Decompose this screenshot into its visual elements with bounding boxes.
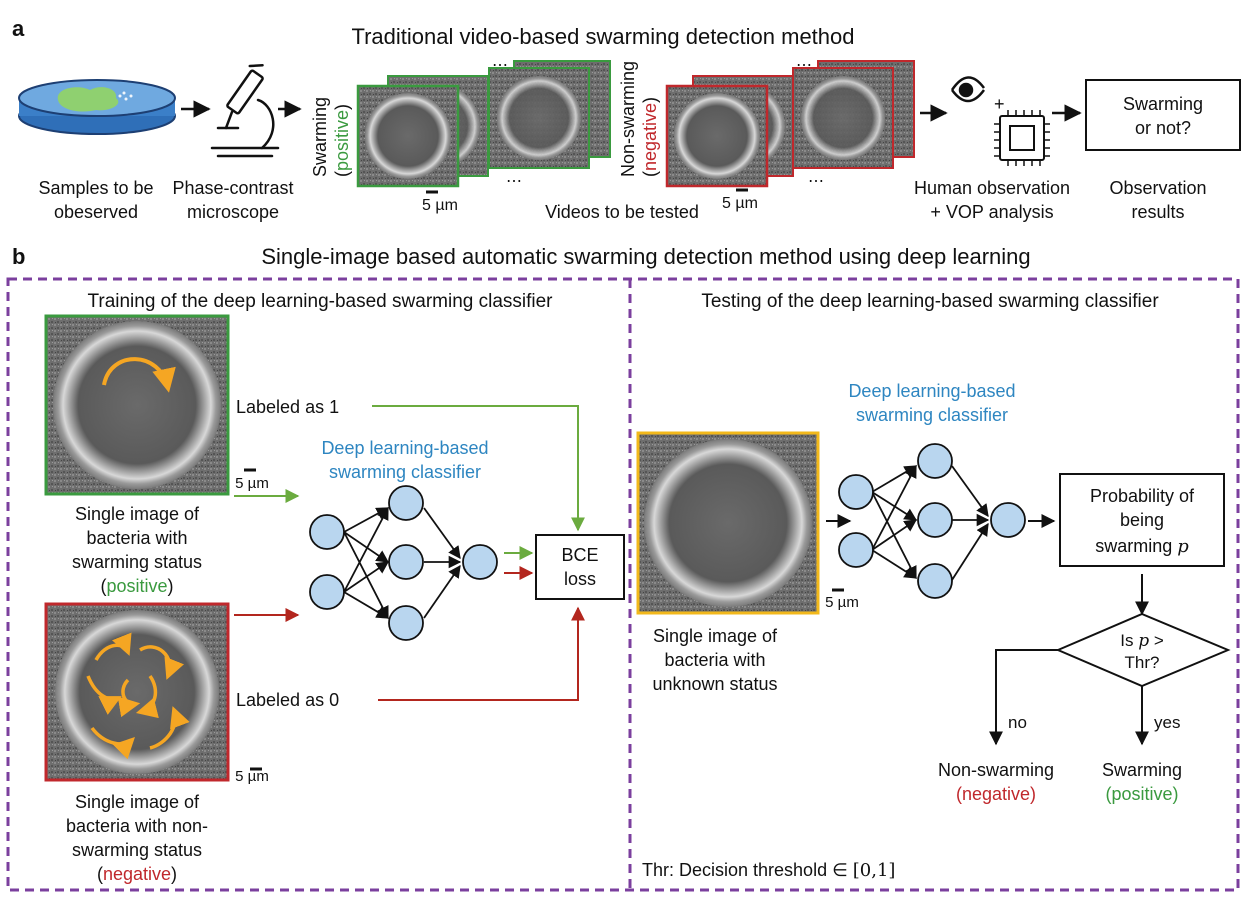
result-box	[1085, 79, 1241, 151]
svg-text:⋯: ⋯	[506, 173, 522, 190]
samples-label-1: Samples to be	[38, 178, 153, 198]
yes-label: yes	[1154, 713, 1180, 732]
bce-label-1: BCE	[561, 545, 598, 565]
negative-result: (negative)	[956, 784, 1036, 804]
svg-text:⋯: ⋯	[492, 57, 508, 74]
results-label-1: Observation	[1109, 178, 1206, 198]
training-network	[309, 485, 498, 641]
negative-caption-3: swarming status	[72, 840, 202, 860]
svg-text:⋯: ⋯	[796, 57, 812, 74]
negative-caption-2: bacteria with non-	[66, 816, 208, 836]
swarming-result: Swarming	[1102, 760, 1182, 780]
swarming-vertical-label: Swarming (positive)	[310, 97, 352, 177]
test-caption-1: Single image of	[653, 626, 778, 646]
microscope-icon	[210, 63, 280, 158]
non-swarming-result: Non-swarming	[938, 760, 1054, 780]
result-box-line-1: Swarming	[1123, 94, 1203, 114]
no-label: no	[1008, 713, 1027, 732]
negative-caption-1: Single image of	[75, 792, 200, 812]
scale-label-b3: 5 µm	[825, 594, 859, 611]
training-classifier-label-1: Deep learning-based	[321, 438, 488, 458]
scale-label-a1: 5 µm	[422, 197, 458, 214]
microscope-label-1: Phase-contrast	[172, 178, 293, 198]
panel-b-title: Single-image based automatic swarming de…	[261, 244, 1030, 269]
results-label-2: results	[1131, 202, 1184, 222]
eye-icon	[950, 76, 986, 103]
labeled-as-0: Labeled as 0	[236, 690, 339, 710]
test-caption-2: bacteria with	[664, 650, 765, 670]
svg-text:(negative): (negative)	[640, 97, 660, 177]
probability-box	[1059, 473, 1225, 567]
negative-caption-4: (negative)	[97, 864, 177, 884]
testing-classifier-label-1: Deep learning-based	[848, 381, 1015, 401]
svg-text:Non-swarming: Non-swarming	[618, 61, 638, 177]
result-box-line-2: or not?	[1135, 118, 1191, 138]
positive-result: (positive)	[1105, 784, 1178, 804]
panel-a-letter: a	[12, 16, 25, 41]
swarming-video-stack: ⋯ ⋯	[356, 57, 611, 190]
petri-dish-icon	[18, 79, 176, 135]
label-1-line	[372, 405, 585, 532]
testing-network	[838, 443, 1026, 599]
threshold-note: Thr: Decision threshold ∈ [0,1]	[642, 860, 895, 881]
svg-text:(positive): (positive)	[332, 104, 352, 177]
test-image	[636, 431, 820, 615]
svg-text:⋯: ⋯	[808, 173, 824, 190]
plus-sign: +	[994, 94, 1005, 114]
chip-icon	[994, 110, 1050, 166]
prob-label-3: swarming p	[1095, 536, 1189, 557]
decision-label-2: Thr?	[1125, 653, 1160, 672]
panel-b-letter: b	[12, 244, 25, 269]
scale-label-b2: 5 µm	[235, 768, 269, 785]
labeled-as-1: Labeled as 1	[236, 397, 339, 417]
panel-b-border	[6, 277, 1240, 892]
positive-caption-4: (positive)	[100, 576, 173, 596]
panel-a-title: Traditional video-based swarming detecti…	[351, 24, 854, 49]
samples-label-2: obeserved	[54, 202, 138, 222]
positive-caption-3: swarming status	[72, 552, 202, 572]
training-title: Training of the deep learning-based swar…	[87, 291, 553, 312]
no-branch-arrow	[989, 649, 1058, 746]
positive-training-image	[44, 314, 230, 496]
bce-label-2: loss	[564, 569, 596, 589]
nonswarming-vertical-label: Non-swarming (negative)	[618, 61, 660, 177]
training-classifier-label-2: swarming classifier	[329, 462, 481, 482]
scale-label-b1: 5 µm	[235, 475, 269, 492]
human-label-1: Human observation	[914, 178, 1070, 198]
microscope-label-2: microscope	[187, 202, 279, 222]
testing-classifier-label-2: swarming classifier	[856, 405, 1008, 425]
prob-label-2: being	[1120, 510, 1164, 530]
test-caption-3: unknown status	[652, 674, 777, 694]
videos-label: Videos to be tested	[545, 202, 699, 222]
prob-label-1: Probability of	[1090, 486, 1195, 506]
decision-diamond	[1055, 612, 1231, 688]
svg-text:Swarming: Swarming	[310, 97, 330, 177]
positive-caption-2: bacteria with	[86, 528, 187, 548]
testing-title: Testing of the deep learning-based swarm…	[701, 291, 1159, 312]
human-label-2: + VOP analysis	[930, 202, 1053, 222]
nonswarming-video-stack: ⋯ ⋯	[665, 57, 915, 190]
negative-training-image	[44, 602, 230, 782]
positive-caption-1: Single image of	[75, 504, 200, 524]
scale-label-a2: 5 µm	[722, 195, 758, 212]
bce-loss-box	[535, 534, 625, 600]
label-0-line	[378, 606, 585, 701]
decision-label-1: Is p >	[1120, 631, 1164, 651]
